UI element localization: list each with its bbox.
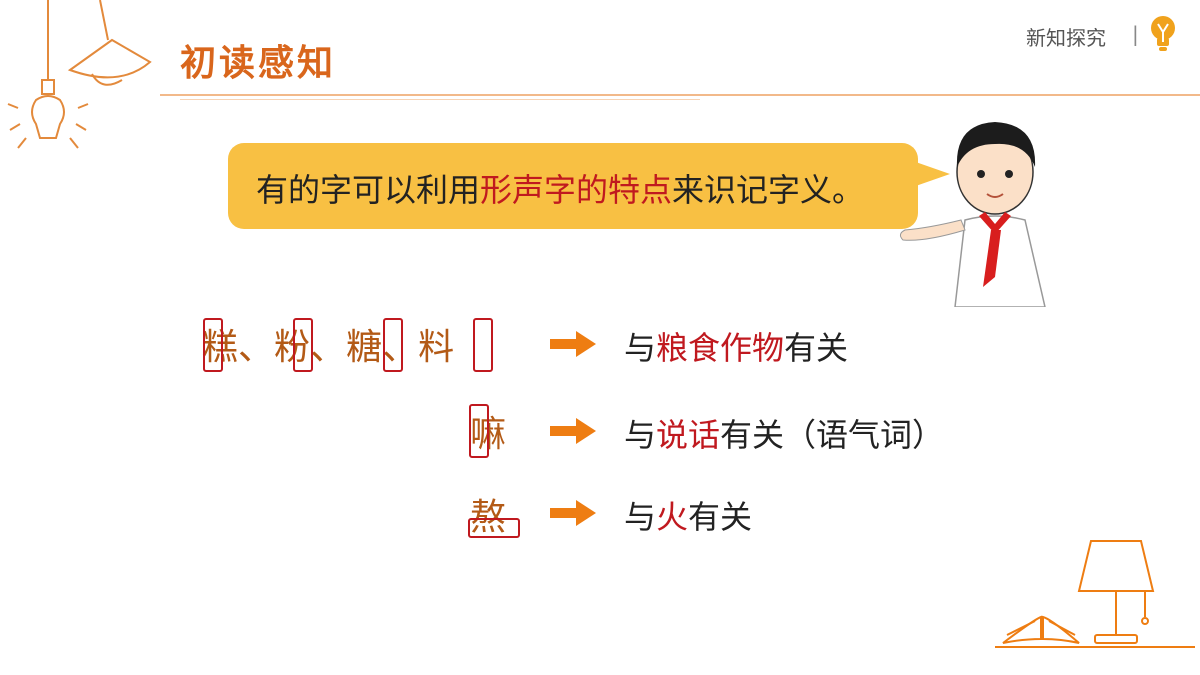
bubble-text-before: 有的字可以利用 <box>256 171 481 209</box>
char-fen: 粉 <box>274 327 311 368</box>
title-underline-accent <box>180 99 700 100</box>
desc-highlight: 粮食作物 <box>656 329 785 367</box>
char-ao: 熬 <box>470 497 507 538</box>
section-tag: 新知探究 <box>1026 26 1106 50</box>
desc-after: 有关 <box>688 498 753 536</box>
char-sep: 、 <box>238 327 275 368</box>
lightbulb-badge-icon <box>1151 16 1175 51</box>
char-sep: 、 <box>382 327 419 368</box>
radical-box <box>468 518 520 538</box>
radical-box <box>293 318 313 372</box>
boy-illustration <box>899 122 1046 307</box>
desc-after: 有关（语气词） <box>720 416 945 454</box>
char-row-fire: 熬 <box>470 488 506 540</box>
desc-before: 与 <box>624 329 657 367</box>
book-and-lamp-icon <box>995 540 1195 648</box>
bubble-text-highlight: 形声字的特点 <box>480 171 673 209</box>
char-sep: 、 <box>310 327 347 368</box>
title-underline <box>160 94 1200 96</box>
desc-after: 有关 <box>784 329 849 367</box>
speech-bubble-tail <box>910 160 950 188</box>
page-title: 初读感知 <box>180 43 337 84</box>
char-gao: 糕 <box>202 327 239 368</box>
speech-bubble <box>228 143 918 229</box>
radical-box <box>203 318 223 372</box>
hanging-lamp-icon <box>7 0 152 149</box>
desc-highlight: 火 <box>656 498 689 536</box>
bubble-text-after: 来识记字义。 <box>672 171 865 209</box>
radical-box <box>383 318 403 372</box>
arrow-right-icon <box>550 331 596 357</box>
arrow-right-icon <box>550 500 596 526</box>
radical-box <box>469 404 489 458</box>
char-tang: 糖 <box>346 327 383 368</box>
speech-bubble-text: 有的字可以利用形声字的特点来识记字义。 <box>256 165 864 211</box>
desc-highlight: 说话 <box>656 416 721 454</box>
char-liao: 料 <box>418 327 455 368</box>
desc-before: 与 <box>624 416 657 454</box>
radical-box <box>473 318 493 372</box>
desc-grain: 与粮食作物有关 <box>624 323 848 369</box>
section-separator: | <box>1132 22 1139 46</box>
desc-speech: 与说话有关（语气词） <box>624 410 944 456</box>
desc-fire: 与火有关 <box>624 492 752 538</box>
desc-before: 与 <box>624 498 657 536</box>
arrow-right-icon <box>550 418 596 444</box>
char-row-grain: 糕、粉、糖、料 <box>202 318 454 370</box>
